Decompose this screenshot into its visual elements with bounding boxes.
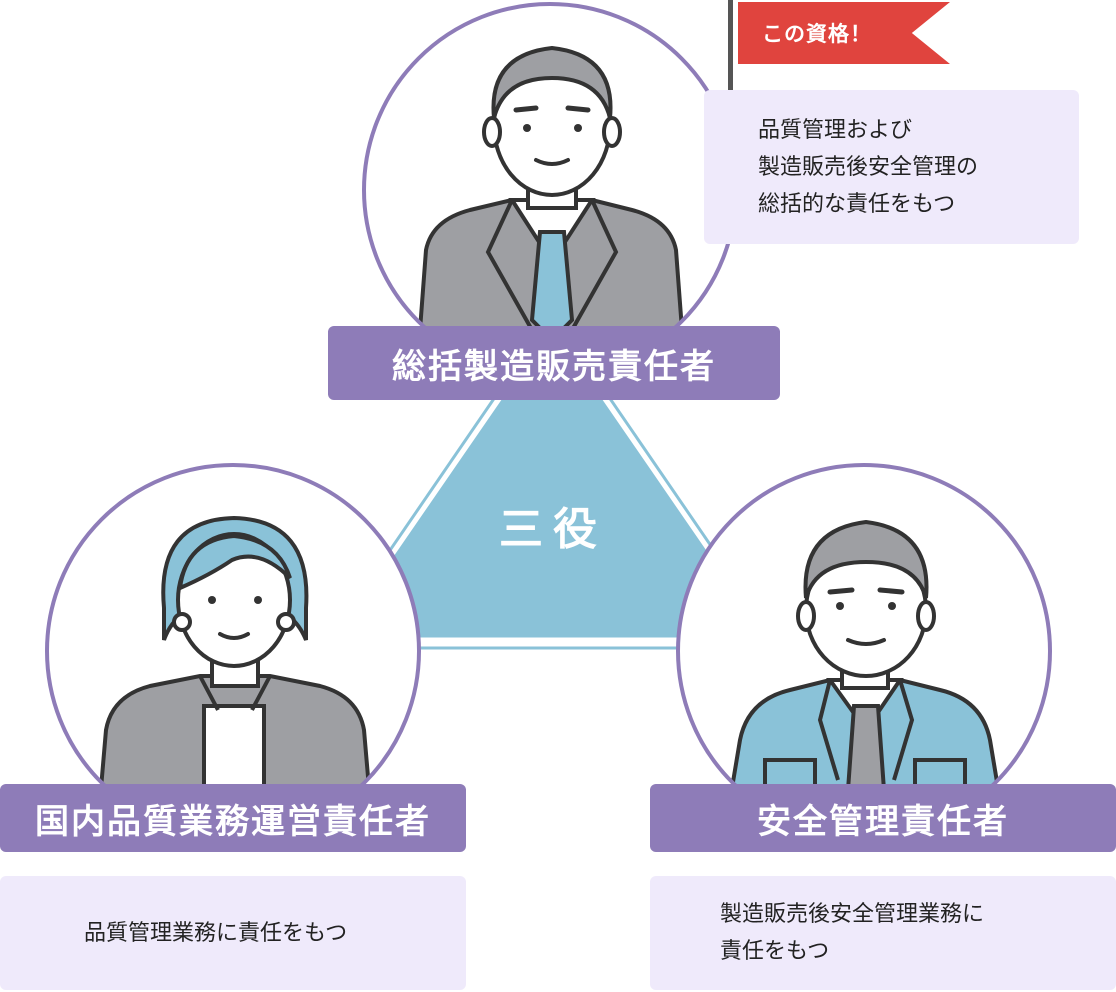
flag-pole [728, 0, 733, 124]
top-description-box: 品質管理および 製造販売後安全管理の 総括的な責任をもつ [704, 90, 1079, 244]
top-role-label: 総括製造販売責任者 [328, 326, 780, 400]
top-person-portrait [362, 2, 738, 378]
top-description-line-3: 総括的な責任をもつ [758, 191, 956, 217]
right-description-box: 製造販売後安全管理業務に 責任をもつ [650, 876, 1116, 990]
top-description-line-2: 製造販売後安全管理の [758, 154, 979, 180]
right-description-line-2: 責任をもつ [720, 939, 830, 964]
flag-label: この資格！ [762, 22, 872, 46]
center-label: 三役 [499, 504, 607, 555]
right-role-label: 安全管理責任者 [650, 784, 1116, 852]
left-person-portrait [45, 463, 421, 839]
top-description-line-1: 品質管理および [758, 117, 913, 143]
right-person-portrait [676, 463, 1052, 839]
left-role-label: 国内品質業務運営責任者 [0, 784, 466, 852]
center-triangle [328, 317, 776, 643]
left-description-box: 品質管理業務に責任をもつ [0, 876, 466, 990]
left-description-line-1: 品質管理業務に責任をもつ [84, 920, 348, 946]
right-description-line-1: 製造販売後安全管理業務に [720, 902, 985, 927]
